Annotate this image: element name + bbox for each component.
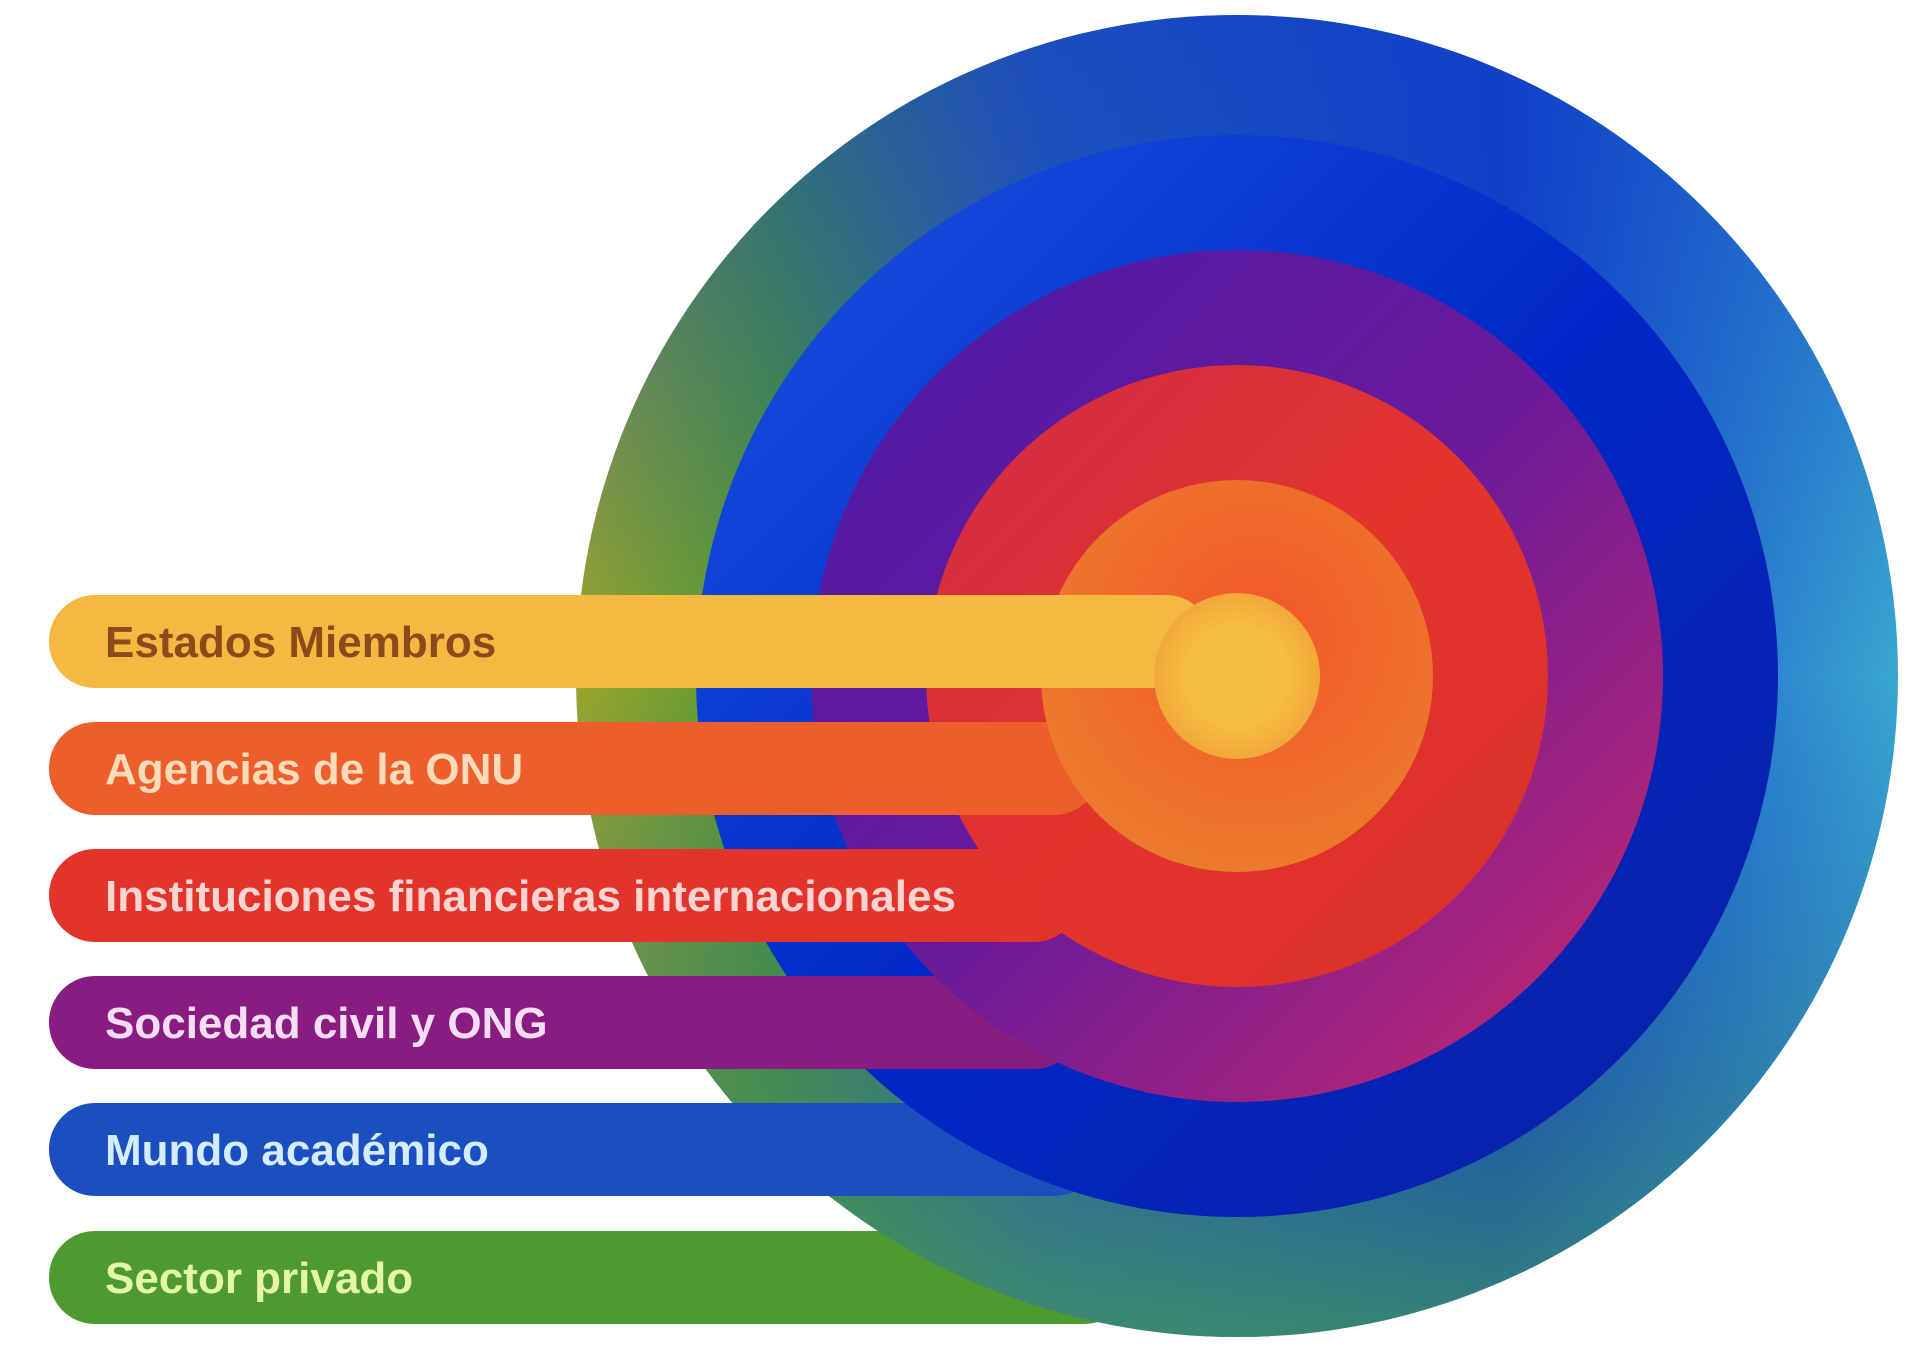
label-sector-privado: Sector privado (105, 1254, 413, 1303)
bar-instituciones-financieras (49, 849, 1080, 942)
bar-estados-miembros (49, 595, 1212, 688)
label-agencias-onu: Agencias de la ONU (105, 745, 523, 794)
label-instituciones-financieras: Instituciones financieras internacionale… (105, 872, 956, 921)
bar-sector-privado (49, 1231, 1130, 1324)
bar-agencias-onu (49, 722, 1100, 815)
core-estados-miembros (1154, 593, 1320, 759)
label-mundo-academico: Mundo académico (105, 1126, 489, 1175)
label-estados-miembros: Estados Miembros (105, 618, 496, 667)
label-sociedad-civil: Sociedad civil y ONG (105, 999, 548, 1048)
bar-mundo-academico (49, 1103, 1100, 1196)
bar-sociedad-civil (49, 976, 1080, 1069)
